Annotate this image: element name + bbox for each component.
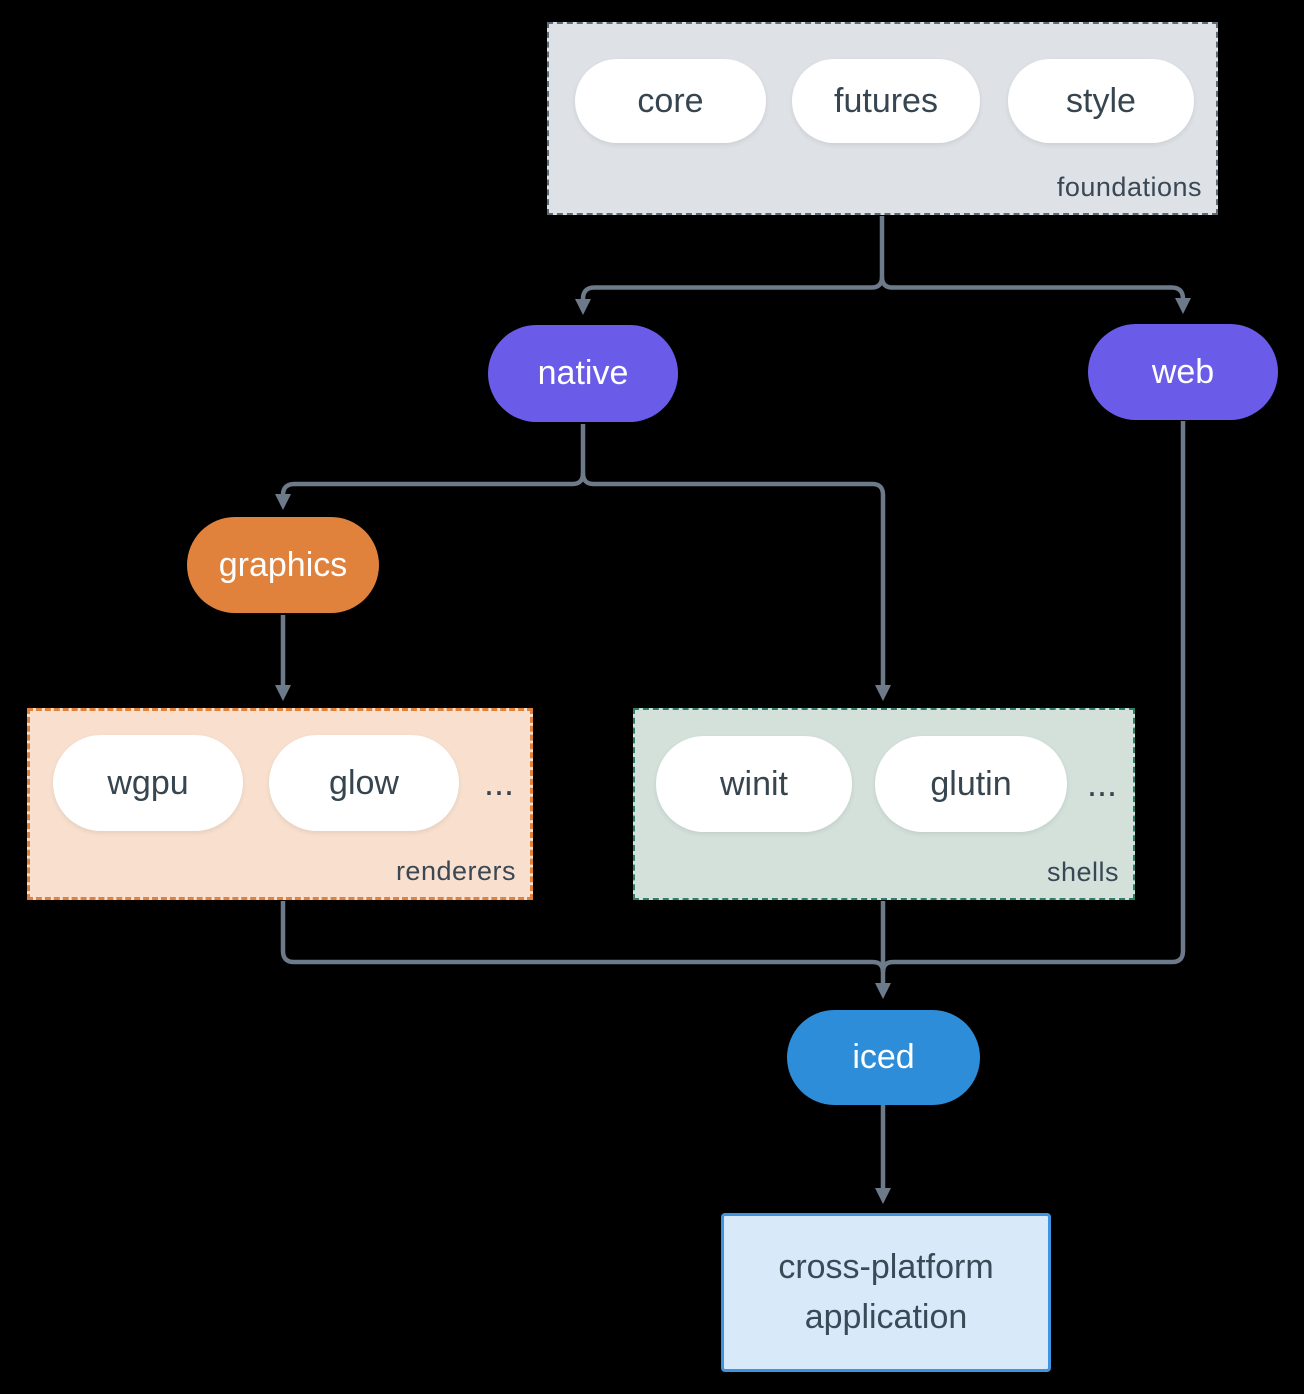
shells-group-label: shells	[1046, 857, 1119, 887]
application-box-label: cross-platform application	[778, 1248, 994, 1336]
connector-foundations-to-web	[879, 276, 1191, 314]
pill-glutin-label: glutin	[930, 764, 1012, 803]
renderers-group: wgpu glow ... renderers	[27, 708, 533, 900]
connector-foundations-to-native	[575, 276, 885, 315]
pill-style-label: style	[1066, 81, 1136, 120]
shells-ellipsis: ...	[1086, 763, 1117, 804]
application-box: cross-platform application	[721, 1213, 1051, 1372]
connector-native-to-shells	[580, 472, 891, 701]
pill-style: style	[1008, 59, 1194, 143]
connector-native-to-graphics	[275, 472, 586, 510]
node-web-label: web	[1151, 352, 1215, 391]
node-iced: iced	[787, 1010, 980, 1105]
pill-core-label: core	[637, 81, 704, 120]
pill-futures-label: futures	[834, 81, 938, 120]
connector-renderers-to-merge	[280, 901, 886, 973]
foundations-group: core futures style foundations	[547, 22, 1218, 215]
renderers-ellipsis: ...	[483, 762, 514, 803]
pill-wgpu-label: wgpu	[107, 763, 189, 802]
node-web: web	[1088, 324, 1278, 420]
pill-futures: futures	[792, 59, 980, 143]
pill-glow: glow	[269, 735, 459, 831]
node-graphics-label: graphics	[218, 545, 348, 584]
pill-winit: winit	[656, 736, 852, 832]
node-iced-label: iced	[852, 1038, 915, 1076]
node-graphics: graphics	[187, 517, 379, 613]
pill-winit-label: winit	[719, 764, 789, 803]
node-native: native	[488, 325, 678, 422]
foundations-group-label: foundations	[1056, 172, 1202, 202]
shells-group: winit glutin ... shells	[633, 708, 1135, 900]
pill-glutin: glutin	[875, 736, 1067, 832]
node-native-label: native	[537, 354, 629, 392]
pill-core: core	[575, 59, 766, 143]
renderers-group-label: renderers	[395, 856, 516, 886]
pill-glow-label: glow	[329, 763, 399, 802]
pill-wgpu: wgpu	[53, 735, 243, 831]
